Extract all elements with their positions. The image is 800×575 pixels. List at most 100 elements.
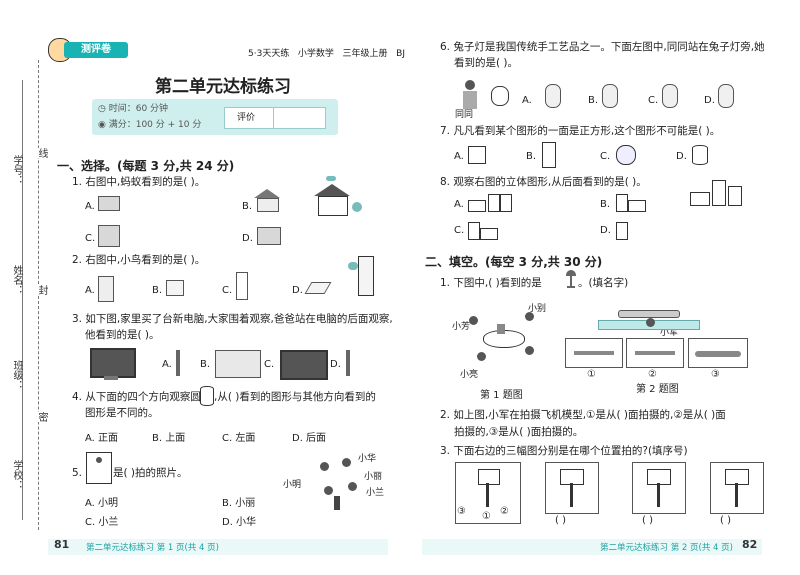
q6-option-b[interactable]: B. (588, 95, 599, 106)
plane-front-icon (574, 351, 614, 355)
q8-option-b[interactable]: B. (600, 199, 611, 210)
bird-icon (348, 262, 358, 270)
edition: BJ (396, 49, 405, 59)
q1-option-a[interactable]: A. (85, 201, 95, 212)
q6-option-d[interactable]: D. (704, 95, 715, 106)
q1-option-a-shape (98, 196, 120, 211)
q1-option-d[interactable]: D. (242, 233, 253, 244)
evaluation-label: 评价 (237, 113, 256, 123)
house-scene-illustration (300, 176, 370, 222)
label-xiaoli: 小丽 (364, 472, 383, 482)
q1-option-c[interactable]: C. (85, 233, 96, 244)
q2-option-d[interactable]: D. (292, 285, 303, 296)
q6-option-c[interactable]: C. (648, 95, 659, 106)
q7-option-b[interactable]: B. (526, 151, 537, 162)
q8-option-c[interactable]: C. (454, 225, 465, 236)
q7-option-a[interactable]: A. (454, 151, 464, 162)
q4-line1: 4. 从下面的四个方向观察圆柱 (72, 391, 212, 403)
q8-option-d[interactable]: D. (600, 225, 611, 236)
q4-option-c[interactable]: C. 左面 (222, 433, 256, 444)
q2-option-b[interactable]: B. (152, 285, 163, 296)
plane-back-icon (635, 351, 675, 355)
label-xiaojun: 小军 (660, 328, 679, 338)
q7-option-d[interactable]: D. (676, 151, 687, 162)
q5-option-b[interactable]: B. 小丽 (222, 498, 256, 509)
footer-bar-right (422, 539, 762, 555)
q5-option-d[interactable]: D. 小华 (222, 517, 257, 528)
q5-num: 5. (72, 467, 83, 479)
field-line (22, 80, 23, 520)
airplane-model-illustration (598, 300, 700, 330)
cut-mark: 线 (34, 148, 49, 158)
q7-option-d-cylinder (692, 145, 708, 165)
q8-option-a-shape (488, 194, 500, 212)
q7-option-c-sphere (616, 145, 636, 165)
q6-option-c-rabbit (662, 84, 678, 108)
q1-option-b-shape (257, 198, 279, 212)
photo-c-frame (710, 462, 764, 514)
q7-option-b-prism (542, 142, 556, 168)
q2-option-c[interactable]: C. (222, 285, 233, 296)
label-xiaoming: 小明 (283, 480, 302, 490)
q6-line2: 看到的是( )。 (454, 57, 519, 69)
q5-option-c[interactable]: C. 小兰 (85, 517, 119, 528)
q2-option-a[interactable]: A. (85, 285, 95, 296)
cut-mark: 密 (34, 412, 49, 422)
q4-option-a[interactable]: A. 正面 (85, 433, 119, 444)
caption-fig1: 第 1 题图 (480, 390, 523, 401)
answer-blank-c[interactable]: ( ) (720, 515, 731, 526)
photo-a-frame (545, 462, 599, 514)
q3-option-d[interactable]: D. (330, 359, 341, 370)
grade: 三年级上册 (342, 49, 388, 59)
girl-icon (465, 80, 475, 90)
q3-option-a[interactable]: A. (162, 359, 172, 370)
pole-icon (570, 483, 573, 507)
s2-q2-line1: 2. 如上图,小军在拍摄飞机模型,①是从( )面拍摄的,②是从( )面 (440, 409, 726, 421)
q6-option-a[interactable]: A. (522, 95, 532, 106)
child-icon (342, 458, 351, 467)
q5-option-a[interactable]: A. 小明 (85, 498, 119, 509)
view-3-frame (688, 338, 748, 368)
q3-option-c[interactable]: C. (264, 359, 275, 370)
q7-option-c[interactable]: C. (600, 151, 611, 162)
q2-option-d-shape (304, 282, 332, 294)
basketball-hoop-scene (455, 462, 521, 524)
class-label: 班级： (11, 360, 22, 390)
q3-option-b[interactable]: B. (200, 359, 211, 370)
info-panel: ◷ 时间：60 分钟 ◉ 满分：100 分 + 10 分 评价 (92, 99, 338, 135)
person-icon (96, 457, 102, 463)
evaluation-box[interactable]: 评价 (224, 107, 326, 129)
pole-icon (657, 483, 660, 507)
badge-label: 测评卷 (64, 42, 128, 58)
plane-side-icon (695, 351, 741, 357)
q4-option-d[interactable]: D. 后面 (292, 433, 327, 444)
q8-option-a[interactable]: A. (454, 199, 464, 210)
q8-option-a-shape (468, 200, 486, 212)
q3-option-b-shape (215, 350, 261, 378)
q4-option-b[interactable]: B. 上面 (152, 433, 186, 444)
cylinder-icon (200, 386, 214, 406)
cut-mark: 封 (34, 285, 49, 295)
q3-option-c-shape (280, 350, 328, 380)
airplane-icon (618, 310, 680, 318)
view-3-number: ③ (711, 369, 720, 380)
view-1-frame (565, 338, 623, 368)
house-icon (318, 196, 348, 216)
q8-option-b-shape (616, 194, 628, 212)
q7-text: 7. 凡凡看到某个图形的一面是正方形,这个图形不可能是( )。 (440, 125, 721, 137)
q8-text: 8. 观察右图的立体图形,从后面看到的是( )。 (440, 176, 647, 188)
child-icon (348, 482, 357, 491)
answer-blank-b[interactable]: ( ) (642, 515, 653, 526)
divider (273, 108, 274, 128)
view-1-number: ① (587, 369, 596, 380)
q2-text: 2. 右图中,小鸟看到的是( )。 (72, 254, 206, 266)
block-icon (712, 180, 726, 206)
page-title: 第二单元达标练习 (155, 77, 291, 97)
lamp-icon (497, 324, 505, 334)
label-xiaobie: 小别 (528, 304, 547, 314)
label-xiaohua: 小华 (358, 454, 377, 464)
answer-blank-a[interactable]: ( ) (555, 515, 566, 526)
q8-option-c-shape (468, 222, 480, 240)
student-id-label: 学号： (11, 155, 22, 185)
q1-option-b[interactable]: B. (242, 201, 253, 212)
